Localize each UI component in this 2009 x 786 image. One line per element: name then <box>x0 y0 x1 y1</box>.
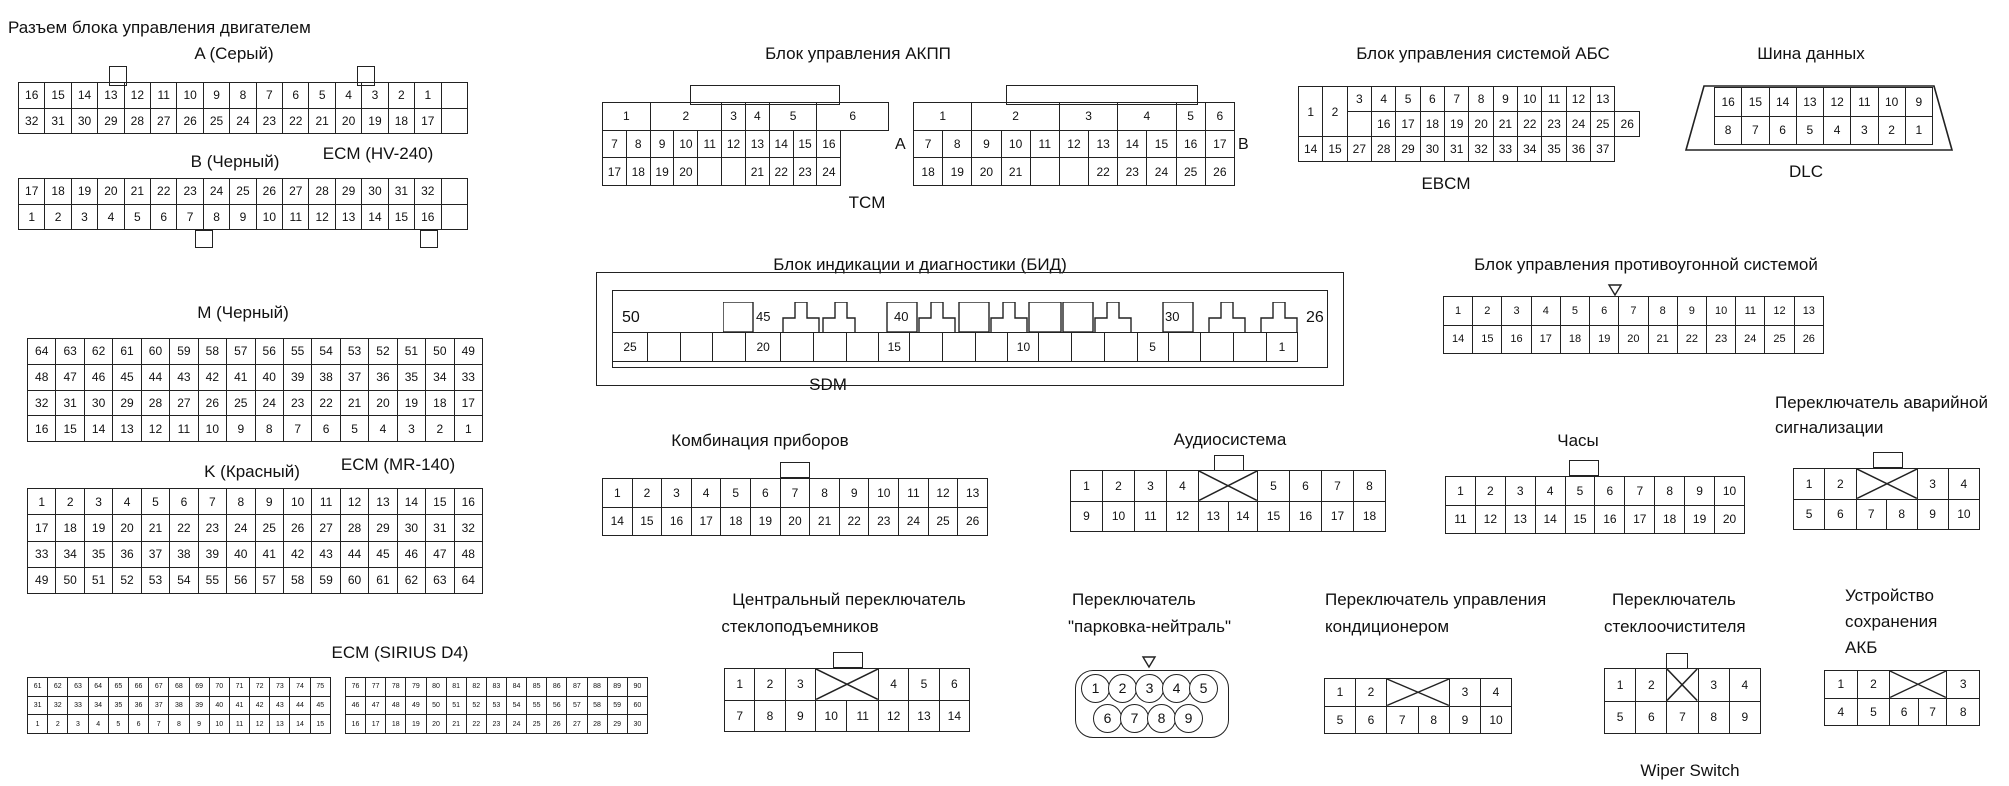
clock-key-tab <box>1569 460 1599 476</box>
ac-switch-title-line1: Переключатель управления <box>1325 590 1547 609</box>
hazard-key-tab <box>1873 452 1903 468</box>
sdm-pin-40: 40 <box>894 309 909 324</box>
cluster-title: Комбинация приборов <box>671 431 849 450</box>
sdm-label: SDM <box>809 375 847 394</box>
battery-saver-title-line3: АКБ <box>1845 638 1878 657</box>
wiper-english-label: Wiper Switch <box>1640 761 1740 780</box>
park-neutral-pin: 7 <box>1120 704 1149 733</box>
audio-key-tab <box>1214 455 1244 471</box>
connector-k-label: K (Красный) <box>204 462 300 481</box>
park-neutral-pin: 5 <box>1189 674 1218 703</box>
tcm-side-a: A <box>895 136 906 153</box>
dlc-connector-outline <box>1684 85 1954 151</box>
wiper-title-line2: стеклоочистителя <box>1604 617 1746 636</box>
sdm-left-pin: 50 <box>622 309 640 326</box>
ecm-block-title: Разъем блока управления двигателем <box>8 18 311 37</box>
sdm-housing <box>596 272 1344 386</box>
connector-b-key-tab <box>420 230 438 248</box>
bid-title: Блок индикации и диагностики (БИД) <box>773 255 1067 274</box>
hazard-title-line1: Переключатель аварийной <box>1775 393 1988 412</box>
dlc-label: DLC <box>1788 162 1824 181</box>
ecm-sirius-label: ECM (SIRIUS D4) <box>331 643 469 662</box>
akpp-title: Блок управления АКПП <box>765 44 951 63</box>
park-neutral-pin: 2 <box>1108 674 1137 703</box>
wiper-title-line1: Переключатель <box>1612 590 1736 609</box>
connector-m-label: M (Черный) <box>197 303 289 322</box>
park-neutral-pin: 3 <box>1135 674 1164 703</box>
wiper-key-tab <box>1666 653 1688 669</box>
connector-b-key-tab <box>195 230 213 248</box>
park-neutral-pin: 9 <box>1174 704 1203 733</box>
park-neutral-title-line1: Переключатель <box>1072 590 1196 609</box>
abs-title: Блок управления системой АБС <box>1356 44 1610 63</box>
park-neutral-pin: 4 <box>1162 674 1191 703</box>
park-neutral-title-line2: "парковка-нейтраль" <box>1068 617 1232 636</box>
immobilizer-key-marker <box>1607 284 1623 297</box>
window-switch-title-line1: Центральный переключатель <box>732 590 966 609</box>
data-bus-title: Шина данных <box>1757 44 1865 63</box>
battery-saver-title-line1: Устройство <box>1845 586 1934 605</box>
battery-saver-title-line2: сохранения <box>1845 612 1938 631</box>
hazard-title-line2: сигнализации <box>1775 418 1884 437</box>
ecm-mr140-label: ECM (MR-140) <box>340 455 456 474</box>
clock-title: Часы <box>1557 431 1599 450</box>
ebcm-label: EBCM <box>1421 174 1471 193</box>
connector-a-label: A (Серый) <box>194 44 274 63</box>
immobilizer-title: Блок управления противоугонной системой <box>1474 255 1818 274</box>
park-neutral-pin: 1 <box>1081 674 1110 703</box>
window-switch-title-line2: стеклоподъемников <box>721 617 879 636</box>
park-neutral-pin: 6 <box>1093 704 1122 733</box>
ac-switch-title-line2: кондиционером <box>1325 617 1450 636</box>
cluster-key-tab <box>780 462 810 478</box>
park-neutral-key-marker <box>1141 656 1157 669</box>
sdm-inner <box>612 290 1328 368</box>
connector-b-label: B (Черный) <box>190 152 280 171</box>
tcm-label: TCM <box>848 193 886 212</box>
window-switch-key-tab <box>833 652 863 668</box>
audio-title: Аудиосистема <box>1173 430 1287 449</box>
tcm-side-b: B <box>1238 136 1249 153</box>
sdm-right-pin: 26 <box>1306 309 1324 326</box>
ecm-hv240-label: ECM (HV-240) <box>322 144 434 163</box>
sdm-pin-45: 45 <box>756 309 771 324</box>
park-neutral-pin: 8 <box>1147 704 1176 733</box>
park-neutral-housing <box>1075 670 1229 738</box>
sdm-pin-30: 30 <box>1165 309 1180 324</box>
